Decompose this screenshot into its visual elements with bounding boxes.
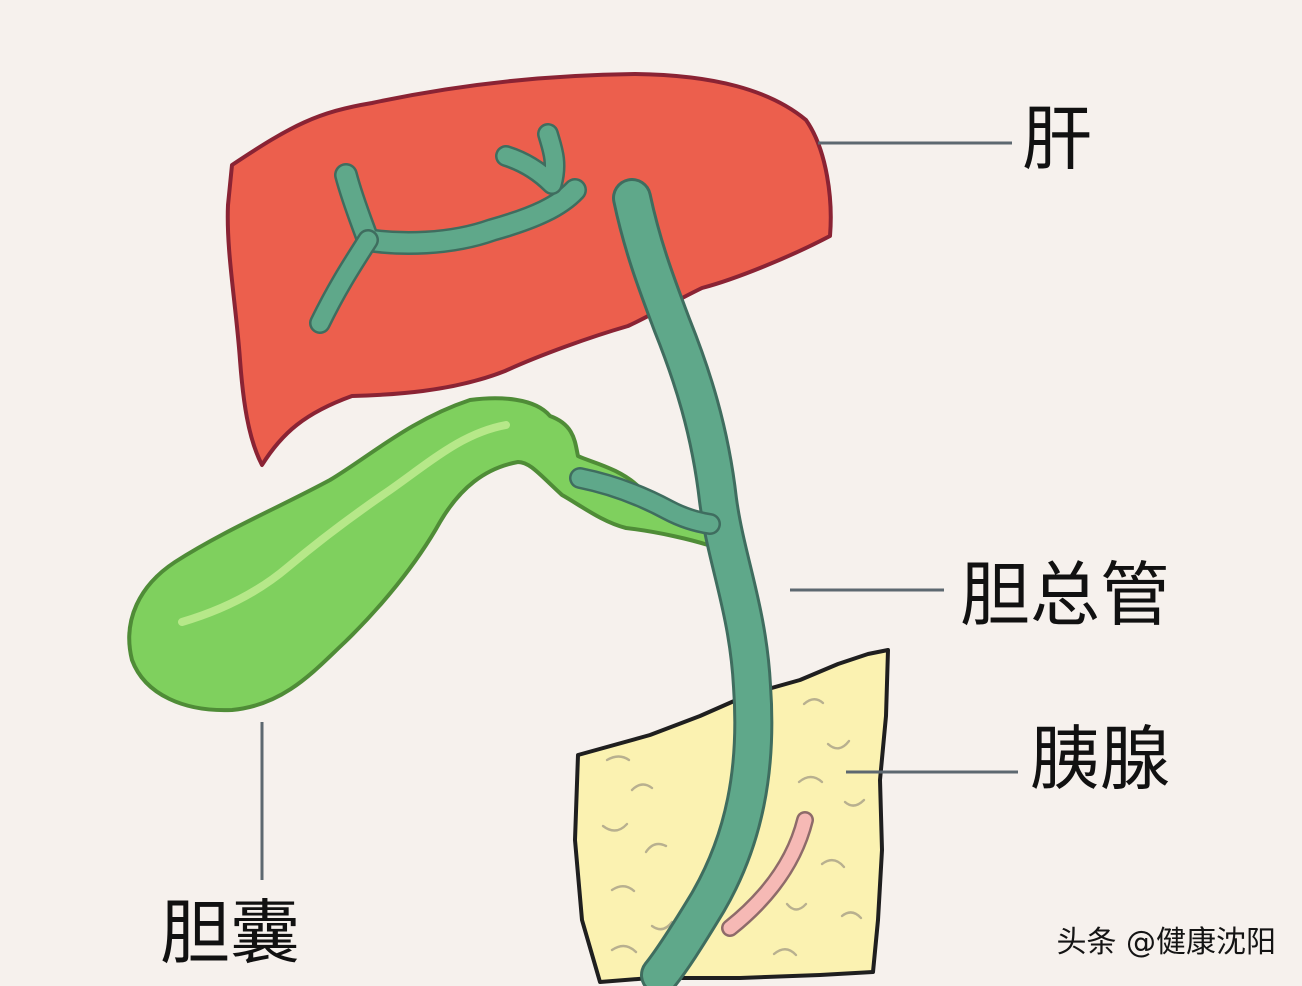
- liver-label: 肝: [1022, 98, 1092, 180]
- pancreas-label: 胰腺: [1030, 718, 1170, 800]
- liver-shape: [225, 72, 833, 467]
- pancreas-texture: [601, 698, 866, 957]
- gallbladder-label: 胆囊: [160, 892, 300, 974]
- gallbladder-shape: [127, 396, 710, 713]
- watermark-text: 头条 @健康沈阳: [1056, 925, 1276, 960]
- gallbladder-highlight: [178, 421, 510, 626]
- common-bile-duct-label: 胆总管: [960, 554, 1170, 636]
